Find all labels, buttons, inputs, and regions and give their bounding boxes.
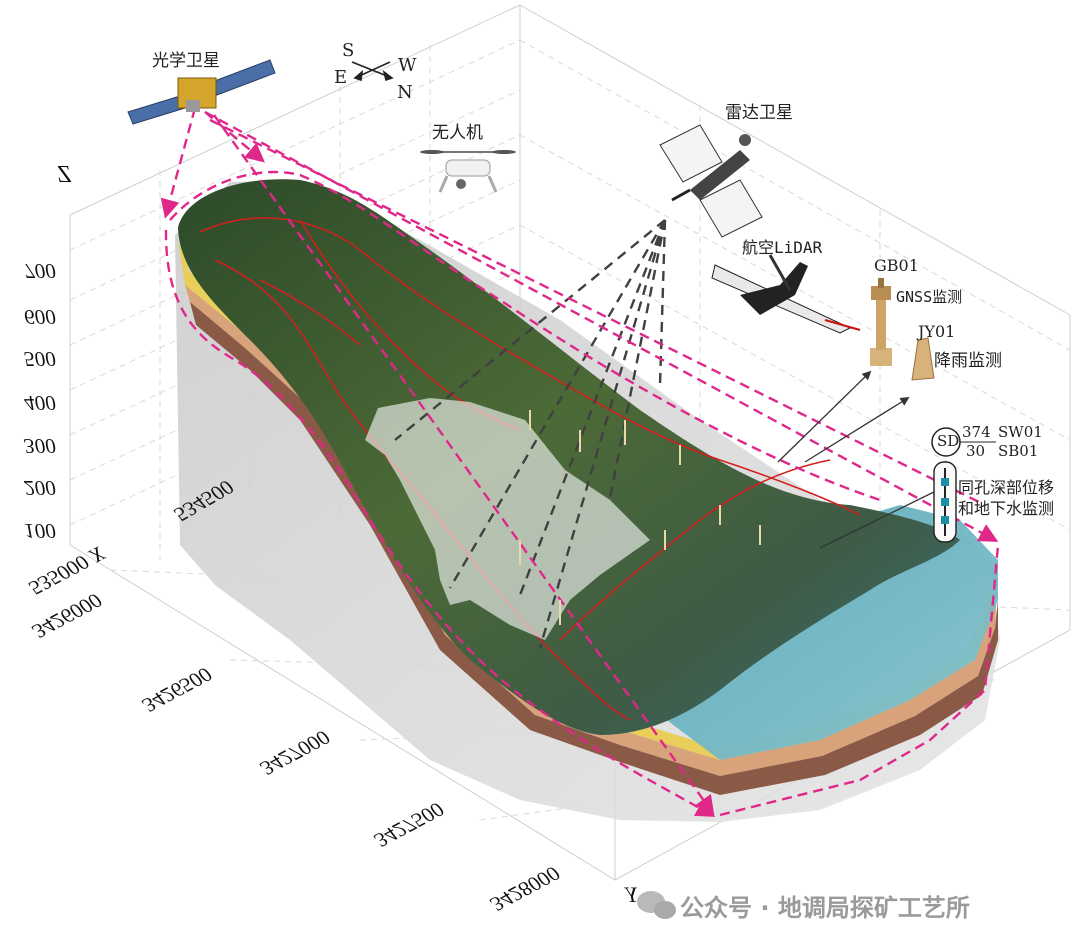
- borehole-line1: 同孔深部位移: [958, 478, 1055, 497]
- sd-bot-code: SB01: [998, 442, 1039, 460]
- gb-id-label: GB01: [874, 256, 919, 275]
- radar-satellite-icon: [659, 124, 763, 238]
- borehole-icon: [933, 461, 957, 543]
- optical-satellite-label: 光学卫星: [152, 51, 220, 71]
- z-tick-100: 100: [24, 519, 56, 543]
- z-tick-600: 600: [24, 305, 56, 329]
- z-tick-500: 500: [24, 347, 56, 371]
- insar-zone: [365, 398, 650, 640]
- z-axis-label: Z: [58, 162, 72, 188]
- rain-label: 降雨监测: [934, 351, 1002, 371]
- compass-n: N: [397, 82, 413, 103]
- compass-e: E: [334, 67, 348, 88]
- watermark: 公众号 · 地调局探矿工艺所: [680, 894, 970, 922]
- lidar-aircraft-icon: [711, 254, 861, 334]
- drone-icon: [420, 150, 516, 193]
- z-tick-300: 300: [24, 434, 56, 458]
- leader-arrows: [777, 370, 944, 549]
- rain-gauge-icon: [911, 337, 935, 381]
- compass-w: W: [398, 55, 417, 76]
- optical-satellite-icon: [127, 59, 276, 125]
- lidar-label: 航空LiDAR: [742, 238, 823, 257]
- drone-label: 无人机: [432, 123, 483, 143]
- z-tick-700: 700: [24, 259, 56, 283]
- compass-icon: [351, 61, 394, 82]
- gnss-label: GNSS监测: [896, 288, 963, 306]
- radar-satellite-label: 雷达卫星: [725, 103, 793, 123]
- z-tick-400: 400: [24, 391, 56, 415]
- sd-badge-label: SD: [937, 432, 960, 450]
- y-axis-label: Y: [626, 882, 639, 907]
- jy-id-label: JY01: [918, 322, 956, 341]
- monitoring-pins: [519, 410, 761, 625]
- compass-s: S: [342, 40, 355, 61]
- borehole-line2: 和地下水监测: [958, 499, 1055, 518]
- gnss-pillar-icon: [870, 278, 892, 366]
- sd-top-num: 374: [962, 423, 991, 441]
- radar-scan-lines: [394, 219, 667, 649]
- sd-top-code: SW01: [998, 423, 1043, 441]
- observation-path: [160, 107, 1000, 817]
- z-tick-200: 200: [24, 476, 56, 500]
- sd-bot-num: 30: [966, 442, 986, 460]
- wechat-logo-icon: [637, 891, 676, 919]
- terrain-surface: [178, 179, 960, 735]
